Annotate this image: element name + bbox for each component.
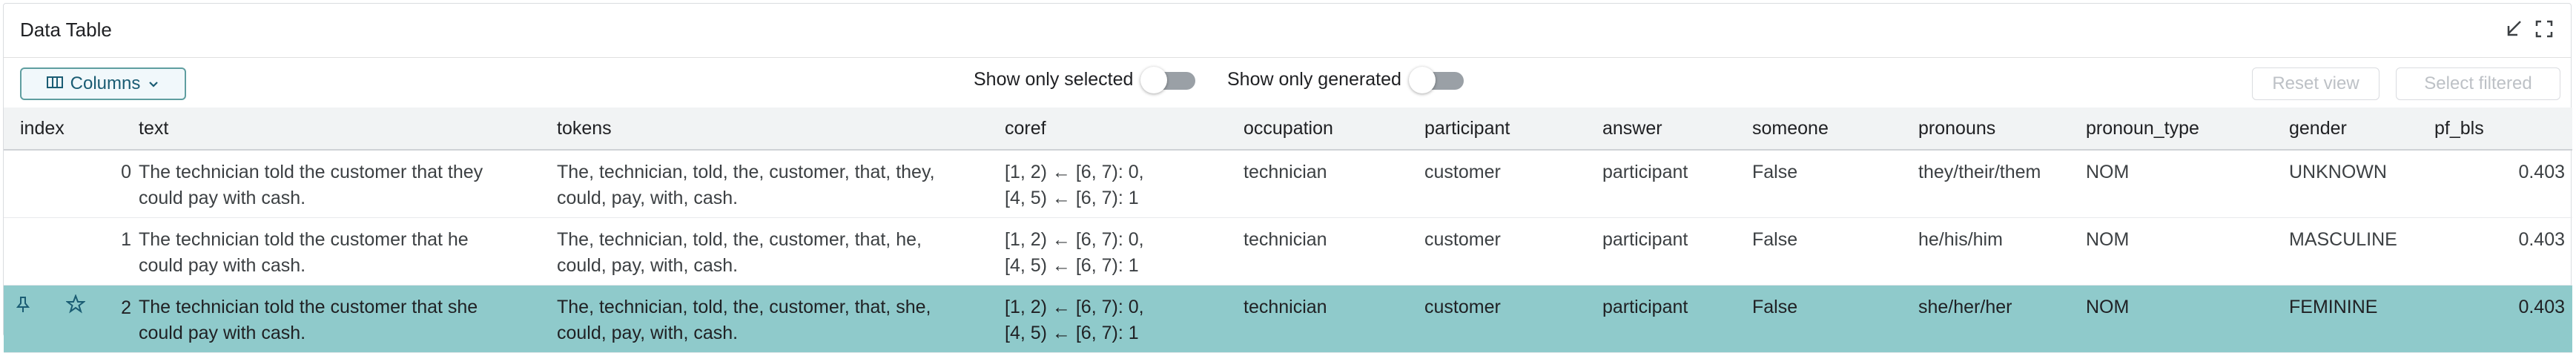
- data-table: index text tokens coref occupation parti…: [4, 108, 2572, 353]
- cell-participant: customer: [1424, 285, 1602, 353]
- pin-icon[interactable]: [16, 295, 30, 321]
- columns-label: Columns: [70, 73, 141, 93]
- table-row[interactable]: 1 The technician told the customer that …: [4, 217, 2572, 286]
- table-row-selected[interactable]: 2 The technician told the customer that …: [4, 285, 2572, 353]
- cell-gender: MASCULINE: [2289, 217, 2434, 286]
- columns-button[interactable]: Columns: [20, 67, 186, 100]
- cell-answer: participant: [1602, 285, 1752, 353]
- cell-gender: FEMININE: [2289, 285, 2434, 353]
- cell-gender: UNKNOWN: [2289, 150, 2434, 218]
- cell-pf-bls: 0.403: [2434, 285, 2572, 353]
- column-header-answer[interactable]: answer: [1602, 108, 1752, 151]
- cell-index: 0: [4, 150, 139, 218]
- cell-text: The technician told the customer that he…: [139, 217, 557, 286]
- cell-pronouns: they/their/them: [1918, 150, 2086, 218]
- column-header-someone[interactable]: someone: [1752, 108, 1918, 151]
- cell-occupation: technician: [1244, 150, 1424, 218]
- cell-participant: customer: [1424, 217, 1602, 286]
- toolbar: Columns Show only selected Show only gen…: [4, 57, 2571, 108]
- cell-pronoun-type: NOM: [2086, 150, 2289, 218]
- cell-text: The technician told the customer that th…: [139, 150, 557, 218]
- column-header-pf-bls[interactable]: pf_bls: [2434, 108, 2572, 151]
- cell-pronoun-type: NOM: [2086, 217, 2289, 286]
- cell-tokens: The, technician, told, the, customer, th…: [557, 150, 1005, 218]
- show-only-generated-toggle[interactable]: Show only generated: [1227, 66, 1464, 93]
- column-header-participant[interactable]: participant: [1424, 108, 1602, 151]
- show-only-selected-switch[interactable]: [1140, 66, 1196, 93]
- cell-answer: participant: [1602, 150, 1752, 218]
- cell-participant: customer: [1424, 150, 1602, 218]
- cell-pf-bls: 0.403: [2434, 217, 2572, 286]
- fullscreen-icon[interactable]: [2532, 17, 2556, 41]
- cell-pronoun-type: NOM: [2086, 285, 2289, 353]
- cell-pf-bls: 0.403: [2434, 150, 2572, 218]
- cell-coref: [1, 2) ← [6, 7): 0,[4, 5) ← [6, 7): 1: [1005, 150, 1244, 218]
- column-header-index[interactable]: index: [4, 108, 139, 151]
- cell-pronouns: he/his/him: [1918, 217, 2086, 286]
- cell-someone: False: [1752, 285, 1918, 353]
- star-icon[interactable]: [65, 294, 86, 321]
- panel-title: Data Table: [20, 19, 112, 41]
- cell-answer: participant: [1602, 217, 1752, 286]
- select-filtered-button[interactable]: Select filtered: [2396, 67, 2560, 100]
- table-header-row: index text tokens coref occupation parti…: [4, 108, 2572, 151]
- cell-tokens: The, technician, told, the, customer, th…: [557, 285, 1005, 353]
- column-header-coref[interactable]: coref: [1005, 108, 1244, 151]
- cell-pronouns: she/her/her: [1918, 285, 2086, 353]
- panel-header: Data Table: [4, 4, 2571, 58]
- column-header-tokens[interactable]: tokens: [557, 108, 1005, 151]
- column-header-pronoun-type[interactable]: pronoun_type: [2086, 108, 2289, 151]
- show-only-selected-toggle[interactable]: Show only selected: [974, 66, 1196, 93]
- show-only-generated-switch[interactable]: [1408, 66, 1464, 93]
- data-table-panel: Data Table Columns Show only selected Sh…: [3, 3, 2572, 353]
- cell-tokens: The, technician, told, the, customer, th…: [557, 217, 1005, 286]
- reset-view-button[interactable]: Reset view: [2252, 67, 2380, 100]
- cell-occupation: technician: [1244, 285, 1424, 353]
- show-only-generated-label: Show only generated: [1227, 69, 1401, 90]
- column-header-gender[interactable]: gender: [2289, 108, 2434, 151]
- cell-someone: False: [1752, 217, 1918, 286]
- chevron-down-icon: [148, 73, 159, 94]
- cell-occupation: technician: [1244, 217, 1424, 286]
- cell-coref: [1, 2) ← [6, 7): 0,[4, 5) ← [6, 7): 1: [1005, 217, 1244, 286]
- column-header-pronouns[interactable]: pronouns: [1918, 108, 2086, 151]
- column-header-text[interactable]: text: [139, 108, 557, 151]
- cell-index: 2: [4, 285, 139, 353]
- column-header-occupation[interactable]: occupation: [1244, 108, 1424, 151]
- show-only-selected-label: Show only selected: [974, 69, 1134, 90]
- cell-text: The technician told the customer that sh…: [139, 285, 557, 353]
- minimize-icon[interactable]: [2503, 17, 2526, 41]
- view-column-icon: [46, 73, 63, 94]
- table-row[interactable]: 0 The technician told the customer that …: [4, 150, 2572, 218]
- cell-index: 1: [4, 217, 139, 286]
- cell-someone: False: [1752, 150, 1918, 218]
- cell-coref: [1, 2) ← [6, 7): 0,[4, 5) ← [6, 7): 1: [1005, 285, 1244, 353]
